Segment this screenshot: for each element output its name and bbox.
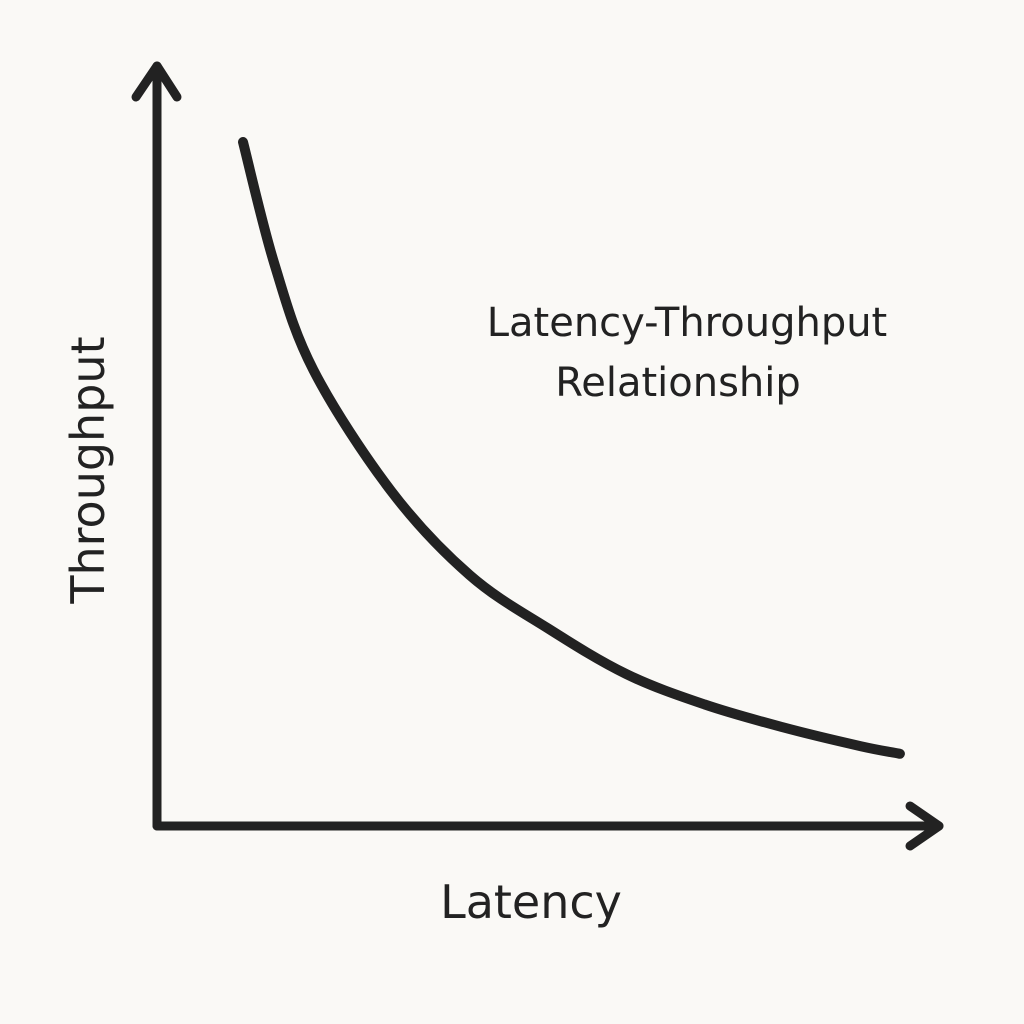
chart-title-line-2: Relationship — [555, 360, 801, 406]
y-axis-label: Throughput — [61, 336, 115, 604]
axes — [131, 61, 944, 851]
x-axis-arrowhead — [905, 801, 944, 851]
y-axis-arrowhead — [131, 61, 182, 102]
x-axis-label: Latency — [440, 875, 622, 929]
chart-title-line-1: Latency-Throughput — [487, 300, 888, 346]
series-line — [238, 137, 905, 759]
